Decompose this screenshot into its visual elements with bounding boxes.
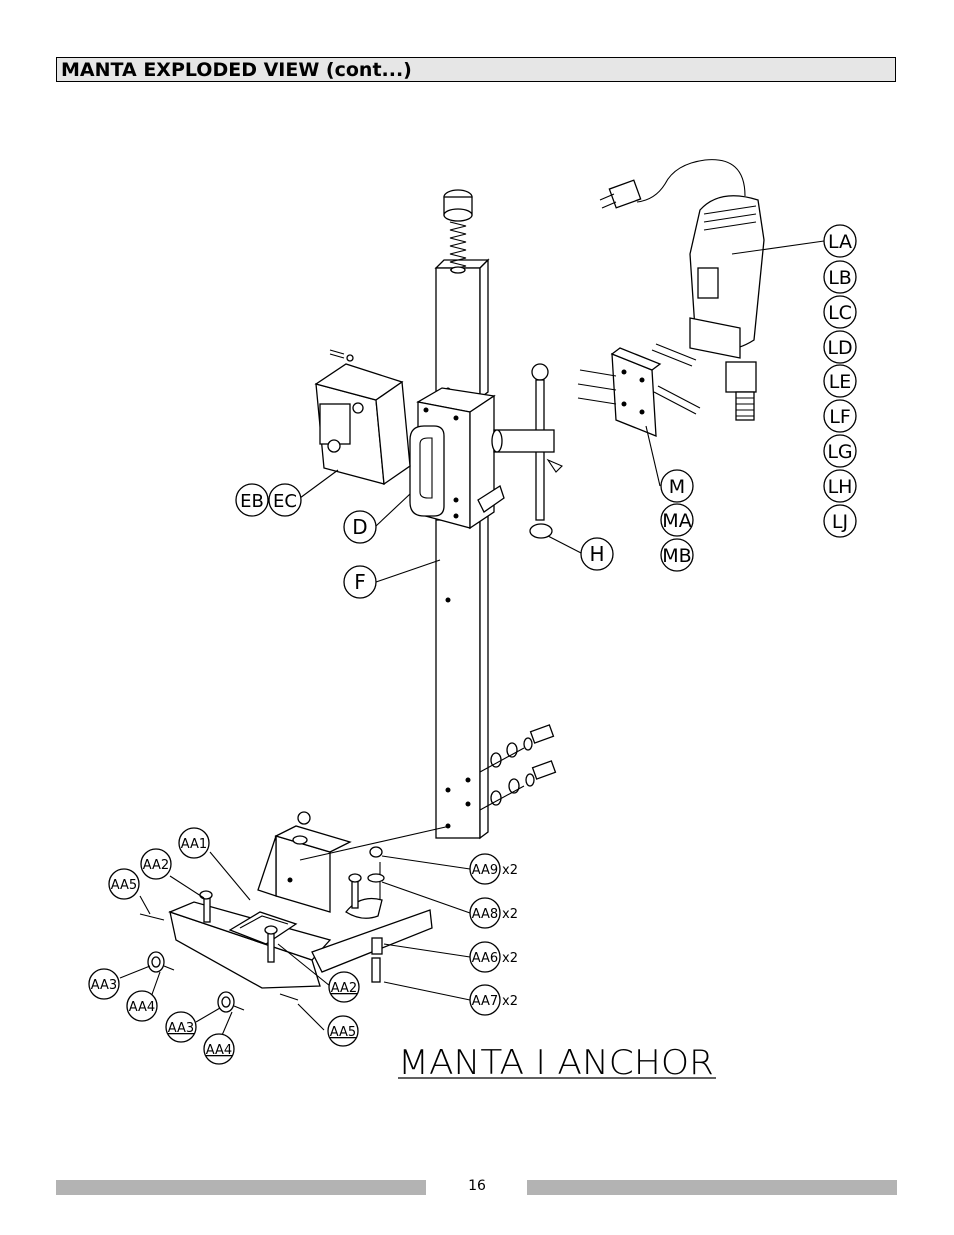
callout-AA3-left: AA3	[88, 968, 120, 1000]
page-number: 16	[468, 1178, 486, 1194]
column-bolts	[479, 724, 557, 811]
callout-AA6-label: AA6	[472, 951, 498, 966]
callout-AA8: AA8 x2	[469, 897, 518, 929]
callout-AA8-label: AA8	[472, 907, 498, 922]
footer-bar-right	[527, 1180, 897, 1195]
callout-AA2-top-label: AA2	[143, 858, 169, 873]
callout-LG: LG	[823, 434, 857, 468]
callout-LE: LE	[823, 364, 857, 398]
callout-EC-label: EC	[273, 491, 297, 512]
control-box-part	[314, 349, 411, 486]
callout-AA5-left: AA5	[108, 868, 140, 900]
callout-AA5-bottom-label: AA5	[330, 1025, 356, 1040]
callout-LF: LF	[823, 399, 857, 433]
callout-AA5-left-label: AA5	[111, 878, 137, 893]
callout-AA3-left-label: AA3	[91, 978, 117, 993]
callout-AA3-right-label: AA3	[168, 1021, 194, 1036]
carriage-part	[409, 387, 505, 530]
callout-M-label: M	[669, 476, 685, 498]
callout-AA2-bottom-label: AA2	[331, 981, 357, 996]
callout-AA4-left: AA4	[126, 990, 158, 1022]
callout-AA4-right-label: AA4	[206, 1043, 232, 1058]
callout-AA9: AA9 x2	[469, 853, 518, 885]
callout-LH: LH	[823, 469, 857, 503]
callout-LJ: LJ	[823, 504, 857, 538]
callout-AA6-qty: x2	[502, 951, 518, 966]
callout-LC-label: LC	[828, 302, 852, 324]
callout-LA: LA	[823, 224, 857, 258]
callout-MB: MB	[660, 538, 694, 572]
callout-F: F	[343, 565, 377, 599]
callout-LG-label: LG	[827, 441, 852, 463]
callout-MA-label: MA	[662, 510, 691, 532]
callout-H-label: H	[589, 542, 604, 566]
callout-M: M	[660, 469, 694, 503]
callout-LF-label: LF	[829, 406, 851, 428]
callout-MA: MA	[660, 503, 694, 537]
callout-AA4-right: AA4	[203, 1033, 235, 1065]
callout-LB-label: LB	[828, 267, 852, 289]
leader-lines	[119, 240, 825, 1041]
callout-MB-label: MB	[662, 545, 691, 567]
callout-EC: EC	[268, 483, 302, 517]
callout-LH-label: LH	[828, 476, 853, 498]
callout-AA7-qty: x2	[502, 994, 518, 1009]
callout-AA3-right: AA3	[165, 1011, 197, 1043]
drawing-caption: MANTA I ANCHOR	[398, 1043, 714, 1083]
callout-EB-label: EB	[240, 491, 264, 512]
callout-F-label: F	[354, 570, 366, 594]
callout-AA2-top: AA2	[140, 848, 172, 880]
callout-D: D	[343, 510, 377, 544]
callout-AA9-qty: x2	[502, 863, 518, 878]
callout-AA6: AA6 x2	[469, 941, 518, 973]
callout-EB: EB	[235, 483, 269, 517]
callout-LE-label: LE	[829, 371, 852, 393]
section-header-bar: MANTA EXPLODED VIEW (cont...)	[56, 57, 896, 82]
handle-part	[491, 363, 563, 539]
footer-bar-left	[56, 1180, 426, 1195]
base-part	[168, 811, 451, 989]
callout-H: H	[580, 537, 614, 571]
callout-LJ-label: LJ	[832, 511, 848, 533]
callout-AA9-label: AA9	[472, 863, 498, 878]
section-title: MANTA EXPLODED VIEW (cont...)	[61, 59, 412, 81]
callout-AA4-left-label: AA4	[129, 1000, 155, 1015]
callout-LC: LC	[823, 295, 857, 329]
mount-plate-part	[577, 343, 701, 437]
drill-motor-part	[599, 159, 765, 421]
callout-AA1: AA1	[178, 827, 210, 859]
column-part	[434, 258, 490, 840]
top-knob-spring	[443, 189, 473, 274]
callout-LA-label: LA	[828, 231, 852, 253]
callout-AA7: AA7 x2	[469, 984, 518, 1016]
base-hardware	[139, 846, 385, 1013]
callout-AA8-qty: x2	[502, 907, 518, 922]
callout-D-label: D	[352, 515, 367, 539]
callout-LB: LB	[823, 260, 857, 294]
callout-AA1-label: AA1	[181, 837, 207, 852]
callout-LD: LD	[823, 330, 857, 364]
callout-LD-label: LD	[827, 337, 852, 359]
callout-AA5-bottom: AA5	[327, 1015, 359, 1047]
callout-AA2-bottom: AA2	[328, 971, 360, 1003]
callout-AA7-label: AA7	[472, 994, 498, 1009]
